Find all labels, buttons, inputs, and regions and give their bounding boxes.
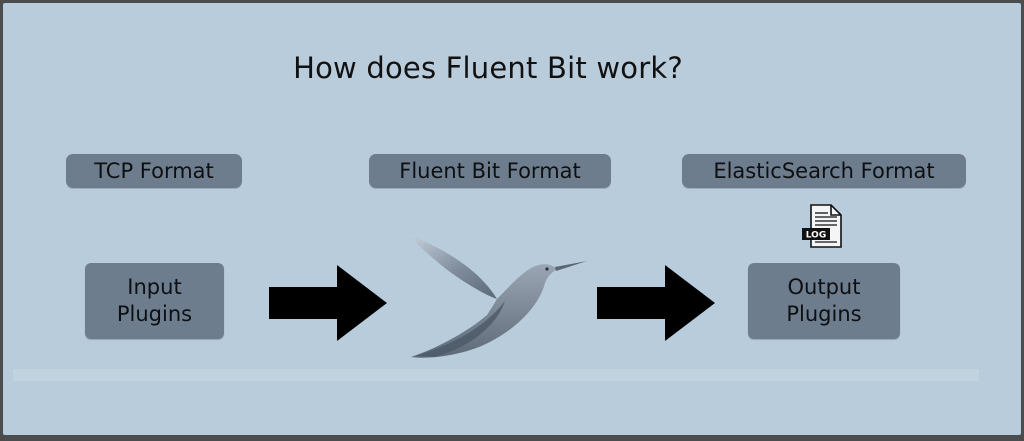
diagram-title: How does Fluent Bit work? [293, 51, 683, 85]
hummingbird-icon [409, 235, 587, 358]
input-plugins-label: Input Plugins [116, 275, 193, 326]
diagram-panel: How does Fluent Bit work? TCP Format Flu… [3, 3, 1021, 435]
floor-shading [13, 369, 979, 381]
output-plugins-label: Output Plugins [786, 275, 862, 326]
elasticsearch-format-label: ElasticSearch Format [682, 154, 966, 188]
right-arrow-icon [597, 265, 715, 341]
log-file-icon: LOG [802, 204, 842, 248]
input-plugins-box: Input Plugins [85, 263, 224, 339]
fluent-bit-format-label: Fluent Bit Format [369, 154, 611, 188]
log-icon-text: LOG [806, 231, 826, 241]
output-plugins-box: Output Plugins [748, 263, 900, 339]
tcp-format-label: TCP Format [66, 154, 242, 188]
right-arrow-icon [269, 265, 387, 341]
